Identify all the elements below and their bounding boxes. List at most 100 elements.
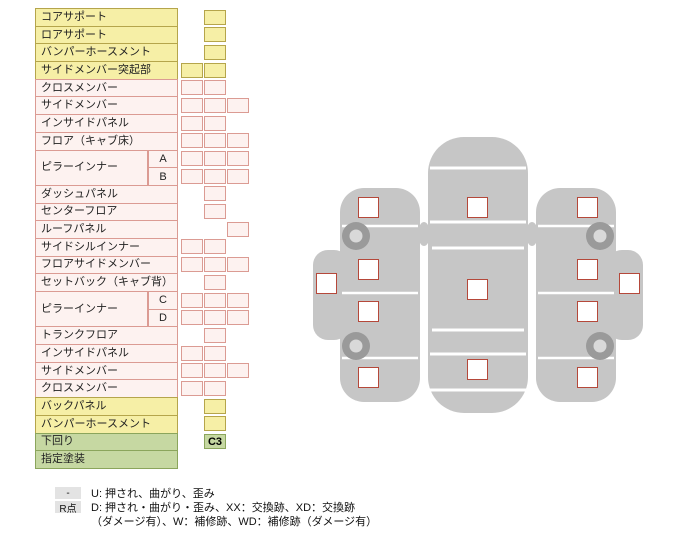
damage-cell[interactable] xyxy=(181,80,203,96)
damage-cell[interactable] xyxy=(227,257,249,273)
damage-cell-grid xyxy=(181,362,251,381)
damage-cell[interactable] xyxy=(227,221,249,237)
damage-cell[interactable] xyxy=(181,310,203,326)
damage-cell-grid xyxy=(181,220,251,239)
damage-cell-grid xyxy=(181,238,251,257)
damage-cell-grid xyxy=(181,309,251,328)
damage-cell[interactable] xyxy=(204,115,226,131)
damage-cell[interactable] xyxy=(227,97,249,113)
damage-cell[interactable] xyxy=(181,115,203,131)
damage-cell-grid xyxy=(181,291,251,310)
damage-cell-grid xyxy=(181,185,251,204)
damage-cell[interactable] xyxy=(181,345,203,361)
damage-cell[interactable] xyxy=(227,363,249,379)
damage-cell[interactable] xyxy=(181,257,203,273)
parts-row: ルーフパネル xyxy=(35,220,255,239)
damage-cell[interactable] xyxy=(204,168,226,184)
checkpoint-right-rear-fender[interactable] xyxy=(577,367,598,388)
damage-cell[interactable] xyxy=(181,292,203,308)
damage-cell[interactable] xyxy=(204,204,226,220)
damage-cell[interactable] xyxy=(204,327,226,343)
car-body-top xyxy=(428,137,528,413)
damage-cell[interactable] xyxy=(227,151,249,166)
part-label: ピラーインナー xyxy=(35,149,148,186)
damage-cell-grid xyxy=(181,273,251,292)
damage-cell[interactable] xyxy=(204,80,226,96)
damage-cell[interactable] xyxy=(204,274,226,290)
checkpoint-right-roof-side[interactable] xyxy=(619,273,640,294)
wheel-hub-icon xyxy=(593,229,607,243)
damage-cell[interactable] xyxy=(181,133,203,149)
damage-cell[interactable] xyxy=(181,380,203,396)
checkpoint-top-hood[interactable] xyxy=(467,197,488,218)
car-top-view xyxy=(418,137,538,413)
damage-cell[interactable] xyxy=(204,9,226,25)
damage-cell[interactable] xyxy=(227,310,249,326)
parts-row: セットバック（キャブ背） xyxy=(35,273,255,293)
damage-cell[interactable] xyxy=(204,310,226,326)
damage-cell[interactable] xyxy=(204,257,226,273)
parts-row: センターフロア xyxy=(35,202,255,222)
damage-cell[interactable] xyxy=(227,168,249,184)
damage-cell[interactable] xyxy=(204,416,226,432)
damage-cell[interactable] xyxy=(204,151,226,166)
checkpoint-left-roof-side[interactable] xyxy=(316,273,337,294)
checkpoint-right-front-door[interactable] xyxy=(577,259,598,280)
parts-row: バンパーホースメント xyxy=(35,43,255,63)
damage-cell[interactable] xyxy=(204,44,226,60)
damage-cell[interactable] xyxy=(204,239,226,255)
damage-cell[interactable] xyxy=(227,292,249,308)
damage-cell[interactable] xyxy=(181,62,203,78)
damage-cell[interactable] xyxy=(204,97,226,113)
damage-cell-grid xyxy=(181,256,251,275)
damage-cell[interactable] xyxy=(204,27,226,43)
damage-cell-grid xyxy=(181,344,251,363)
damage-cell[interactable] xyxy=(227,133,249,149)
damage-cell-grid xyxy=(181,167,251,186)
damage-cell[interactable] xyxy=(204,345,226,361)
checkpoint-left-rear-fender[interactable] xyxy=(358,367,379,388)
checkpoint-top-roof[interactable] xyxy=(467,279,488,300)
damage-cell[interactable] xyxy=(181,97,203,113)
parts-row: クロスメンバー xyxy=(35,78,255,98)
checkpoint-left-front-door[interactable] xyxy=(358,259,379,280)
left-mirror-icon xyxy=(418,222,430,246)
checkpoint-left-front-fender[interactable] xyxy=(358,197,379,218)
parts-row: フロア（キャブ床） xyxy=(35,131,255,151)
wheel-hub-icon xyxy=(593,339,607,353)
damage-cell-grid xyxy=(181,61,251,80)
damage-cell[interactable] xyxy=(204,62,226,78)
part-label: 指定塗装 xyxy=(35,450,178,469)
wheel-hub-icon xyxy=(349,339,363,353)
legend-badge: R点 xyxy=(55,501,81,515)
damage-cell-grid xyxy=(181,26,251,45)
damage-cell[interactable] xyxy=(204,398,226,414)
wheel-hub-icon xyxy=(349,229,363,243)
part-sublabel: A xyxy=(148,149,178,169)
damage-cell-grid xyxy=(181,43,251,62)
checkpoint-right-front-fender[interactable] xyxy=(577,197,598,218)
damage-cell[interactable] xyxy=(204,363,226,379)
damage-cell-grid xyxy=(181,326,251,345)
checkpoint-left-rear-door[interactable] xyxy=(358,301,379,322)
damage-cell[interactable] xyxy=(181,168,203,184)
damage-cell[interactable] xyxy=(204,133,226,149)
parts-table: コアサポートロアサポートバンパーホースメントサイドメンバー突起部クロスメンバーサ… xyxy=(35,8,255,469)
damage-cell[interactable] xyxy=(204,186,226,202)
damage-cell[interactable]: C3 xyxy=(204,434,226,450)
damage-cell[interactable] xyxy=(181,151,203,166)
damage-cell-grid xyxy=(181,114,251,133)
damage-cell-grid xyxy=(181,8,251,27)
damage-cell[interactable] xyxy=(204,380,226,396)
damage-cell[interactable] xyxy=(181,363,203,379)
checkpoint-right-rear-door[interactable] xyxy=(577,301,598,322)
damage-cell[interactable] xyxy=(204,292,226,308)
legend-text: （ダメージ有）、W：補修跡、WD：補修跡（ダメージ有） xyxy=(91,516,378,528)
parts-row: サイドメンバー xyxy=(35,96,255,116)
checkpoint-top-trunk[interactable] xyxy=(467,359,488,380)
damage-cell[interactable] xyxy=(181,239,203,255)
